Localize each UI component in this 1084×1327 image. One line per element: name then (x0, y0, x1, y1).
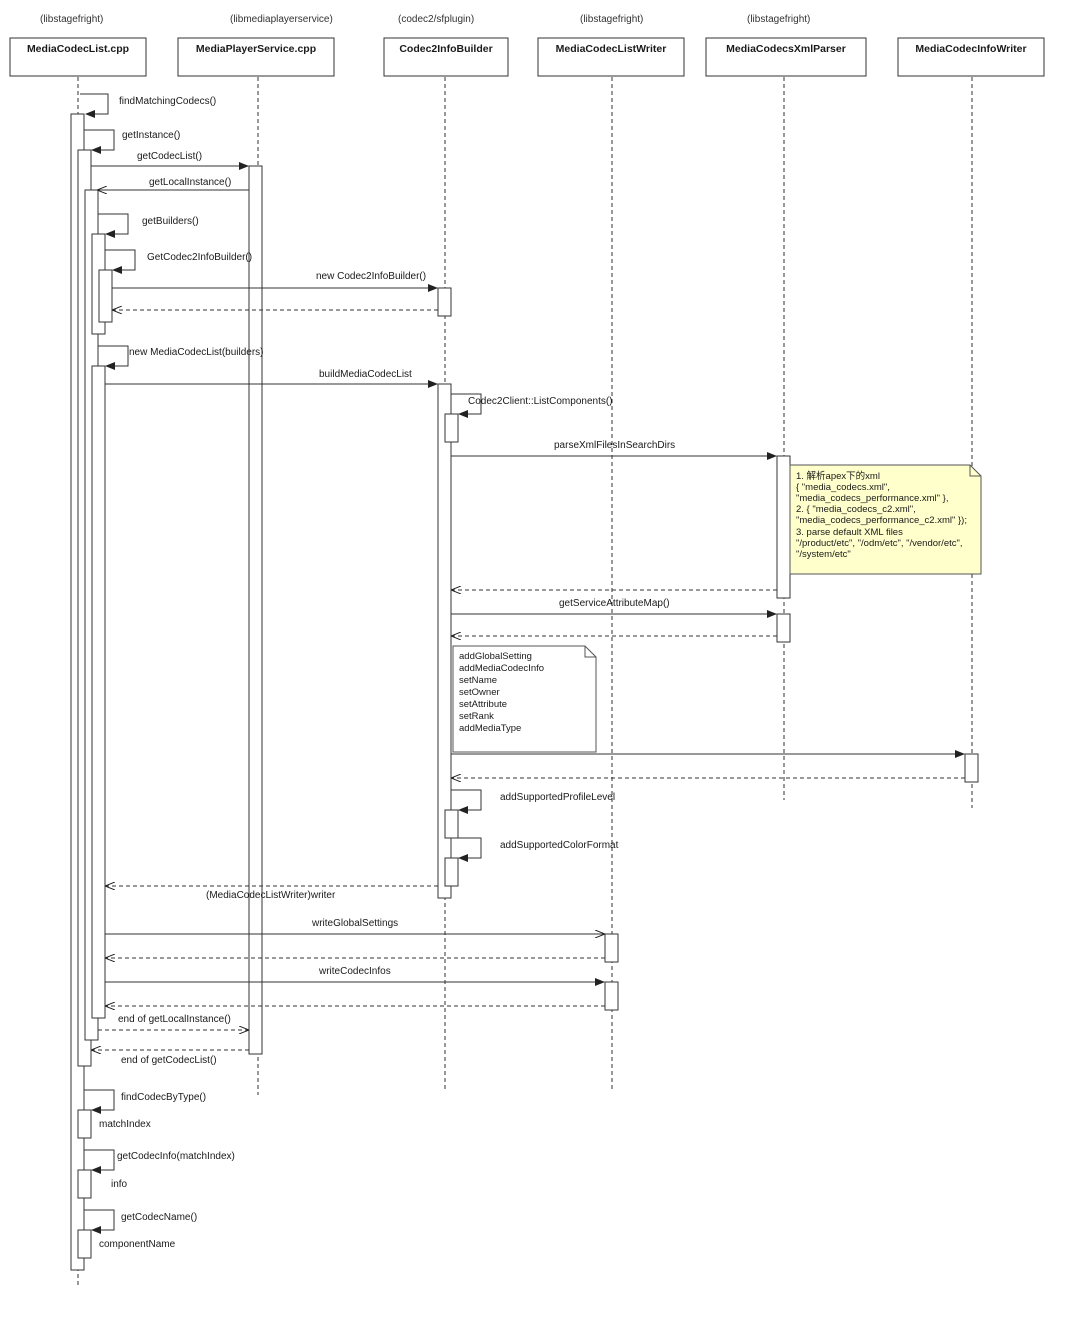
svg-text:addSupportedColorFormat: addSupportedColorFormat (500, 840, 619, 851)
activation-listcomponents (444, 413, 459, 443)
message-getbuilders: getBuilders() (98, 213, 199, 238)
participant-title: MediaCodecList.cpp (27, 43, 129, 55)
svg-text:getServiceAttributeMap(): getServiceAttributeMap() (559, 598, 670, 609)
message-new-mediacodeclist: new MediaCodecList(builders) (98, 345, 264, 370)
svg-text:buildMediaCodecList: buildMediaCodecList (319, 369, 412, 380)
message-getcodecname: getCodecName() componentName (84, 1209, 197, 1250)
participant-title: MediaCodecsXmlParser (726, 43, 846, 55)
participant-mediaplayerservice: MediaPlayerService.cpp (177, 37, 335, 77)
svg-text:addSupportedProfileLevel: addSupportedProfileLevel (500, 792, 615, 803)
activation-mediacodecinfowriter (964, 753, 979, 783)
activation-getcodec2infobuilder (98, 269, 113, 323)
message-listcomponents: Codec2Client::ListComponents() (451, 393, 613, 418)
svg-text:writeGlobalSettings: writeGlobalSettings (311, 918, 398, 929)
svg-text:getCodecName(): getCodecName() (121, 1212, 197, 1223)
message-end-getlocalinstance: end of getLocalInstance() (98, 1014, 248, 1030)
svg-text:{ "media_codecs.xml",: { "media_codecs.xml", (796, 482, 890, 493)
message-getcodec2infobuilder: GetCodec2InfoBuilder() (105, 249, 252, 274)
message-parsexmlfilesinsearchdirs: parseXmlFilesInSearchDirs (451, 440, 777, 460)
participant-title: Codec2InfoBuilder (399, 43, 492, 55)
activation-mediaplayerservice (248, 165, 263, 1055)
message-buildmediacodeclist: buildMediaCodecList (105, 369, 438, 388)
svg-text:getCodecList(): getCodecList() (137, 151, 202, 162)
message-addsupportedcolorformat: addSupportedColorFormat (451, 837, 619, 862)
svg-text:getLocalInstance(): getLocalInstance() (149, 177, 231, 188)
activation-parsexml (776, 455, 791, 599)
activation-getcodecname (77, 1229, 92, 1259)
svg-text:"media_codecs_performance.xml": "media_codecs_performance.xml" }, (796, 493, 948, 504)
participant-mediacodeclist: MediaCodecList.cpp (9, 37, 147, 77)
svg-text:GetCodec2InfoBuilder(): GetCodec2InfoBuilder() (147, 252, 252, 263)
svg-text:findMatchingCodecs(): findMatchingCodecs() (119, 96, 216, 107)
activation-getserviceattributemap (776, 613, 791, 643)
message-addsupportedprofilelevel: addSupportedProfileLevel (451, 789, 615, 814)
participant-title: MediaCodecListWriter (556, 43, 667, 55)
participant-title: MediaCodecInfoWriter (915, 43, 1026, 55)
svg-text:addGlobalSetting: addGlobalSetting (459, 651, 532, 662)
svg-text:new Codec2InfoBuilder(): new Codec2InfoBuilder() (316, 271, 426, 282)
svg-text:end of getLocalInstance(): end of getLocalInstance() (118, 1014, 231, 1025)
svg-text:"/product/etc", "/odm/etc", "/: "/product/etc", "/odm/etc", "/vendor/etc… (796, 538, 963, 549)
svg-text:findCodecByType(): findCodecByType() (121, 1092, 206, 1103)
package-label-mediacodecsxmlparser: (libstagefright) (747, 14, 810, 25)
svg-text:getBuilders(): getBuilders() (142, 216, 199, 227)
svg-text:1. 解析apex下的xml: 1. 解析apex下的xml (796, 470, 880, 482)
message-findcodecbytype: findCodecByType() matchIndex (84, 1089, 206, 1130)
return-writer: (MediaCodecListWriter)writer (106, 886, 438, 901)
activation-addsupportedcolorformat (444, 857, 459, 887)
svg-text:(MediaCodecListWriter)writer: (MediaCodecListWriter)writer (206, 890, 336, 901)
message-getcodeclist: getCodecList() (91, 151, 249, 170)
svg-text:writeCodecInfos: writeCodecInfos (318, 966, 391, 977)
message-getserviceattributemap: getServiceAttributeMap() (451, 598, 777, 618)
activation-writeglobalsettings (604, 933, 619, 963)
return-label-componentname: componentName (99, 1239, 176, 1250)
activation-addsupportedprofilelevel (444, 809, 459, 839)
participant-title: MediaPlayerService.cpp (196, 43, 316, 55)
return-end-getcodeclist: end of getCodecList() (92, 1050, 249, 1066)
svg-text:setRank: setRank (459, 711, 494, 722)
svg-text:end of getCodecList(): end of getCodecList() (121, 1055, 217, 1066)
message-getinstance: getInstance() (84, 129, 180, 154)
svg-text:parseXmlFilesInSearchDirs: parseXmlFilesInSearchDirs (554, 440, 675, 451)
participant-mediacodecsxmlparser: MediaCodecsXmlParser (705, 37, 867, 77)
package-label-mediacodeclistwriter: (libstagefright) (580, 14, 643, 25)
svg-text:Codec2Client::ListComponents(): Codec2Client::ListComponents() (468, 396, 613, 407)
svg-text:getInstance(): getInstance() (122, 130, 180, 141)
activation-codec2infobuilder-new (437, 287, 452, 317)
message-findmatchingcodecs: findMatchingCodecs() (80, 93, 216, 118)
message-writecodecinfos: writeCodecInfos (105, 966, 605, 986)
svg-text:new MediaCodecList(builders): new MediaCodecList(builders) (129, 347, 264, 358)
package-label-mediacodeclist: (libstagefright) (40, 14, 103, 25)
message-writeglobalsettings: writeGlobalSettings (105, 918, 604, 934)
activation-buildmediacodeclist (437, 383, 452, 899)
message-getlocalinstance: getLocalInstance() (98, 177, 249, 190)
svg-text:"media_codecs_performance_c2.x: "media_codecs_performance_c2.xml" }); (796, 515, 967, 526)
svg-text:"/system/etc": "/system/etc" (796, 549, 851, 560)
activation-writecodecinfos (604, 981, 619, 1011)
package-label-mediaplayerservice: (libmediaplayerservice) (230, 14, 333, 25)
activation-mediacodeclist-ctor (91, 365, 106, 1019)
message-getcodecinfo: getCodecInfo(matchIndex) info (84, 1149, 235, 1190)
svg-text:setAttribute: setAttribute (459, 699, 507, 710)
svg-text:2. { "media_codecs_c2.xml",: 2. { "media_codecs_c2.xml", (796, 504, 916, 515)
svg-text:3. parse default XML files: 3. parse default XML files (796, 527, 903, 538)
participant-codec2infobuilder: Codec2InfoBuilder (383, 37, 509, 77)
svg-text:setOwner: setOwner (459, 687, 500, 698)
participant-mediacodecinfowriter: MediaCodecInfoWriter (897, 37, 1045, 77)
note-codec-info-methods: addGlobalSetting addMediaCodecInfo setNa… (452, 645, 597, 753)
return-label-matchindex: matchIndex (99, 1119, 151, 1130)
note-xml-parse: 1. 解析apex下的xml { "media_codecs.xml", "me… (789, 464, 982, 575)
svg-text:getCodecInfo(matchIndex): getCodecInfo(matchIndex) (117, 1151, 235, 1162)
svg-text:addMediaCodecInfo: addMediaCodecInfo (459, 663, 544, 674)
activation-getcodecinfo (77, 1169, 92, 1199)
activation-findcodecbytype (77, 1109, 92, 1139)
participant-mediacodeclistwriter: MediaCodecListWriter (537, 37, 685, 77)
svg-text:setName: setName (459, 675, 497, 686)
message-new-codec2infobuilder: new Codec2InfoBuilder() (112, 271, 438, 292)
svg-text:addMediaType: addMediaType (459, 723, 521, 734)
package-label-codec2infobuilder: (codec2/sfplugin) (398, 14, 474, 25)
return-label-info: info (111, 1179, 128, 1190)
